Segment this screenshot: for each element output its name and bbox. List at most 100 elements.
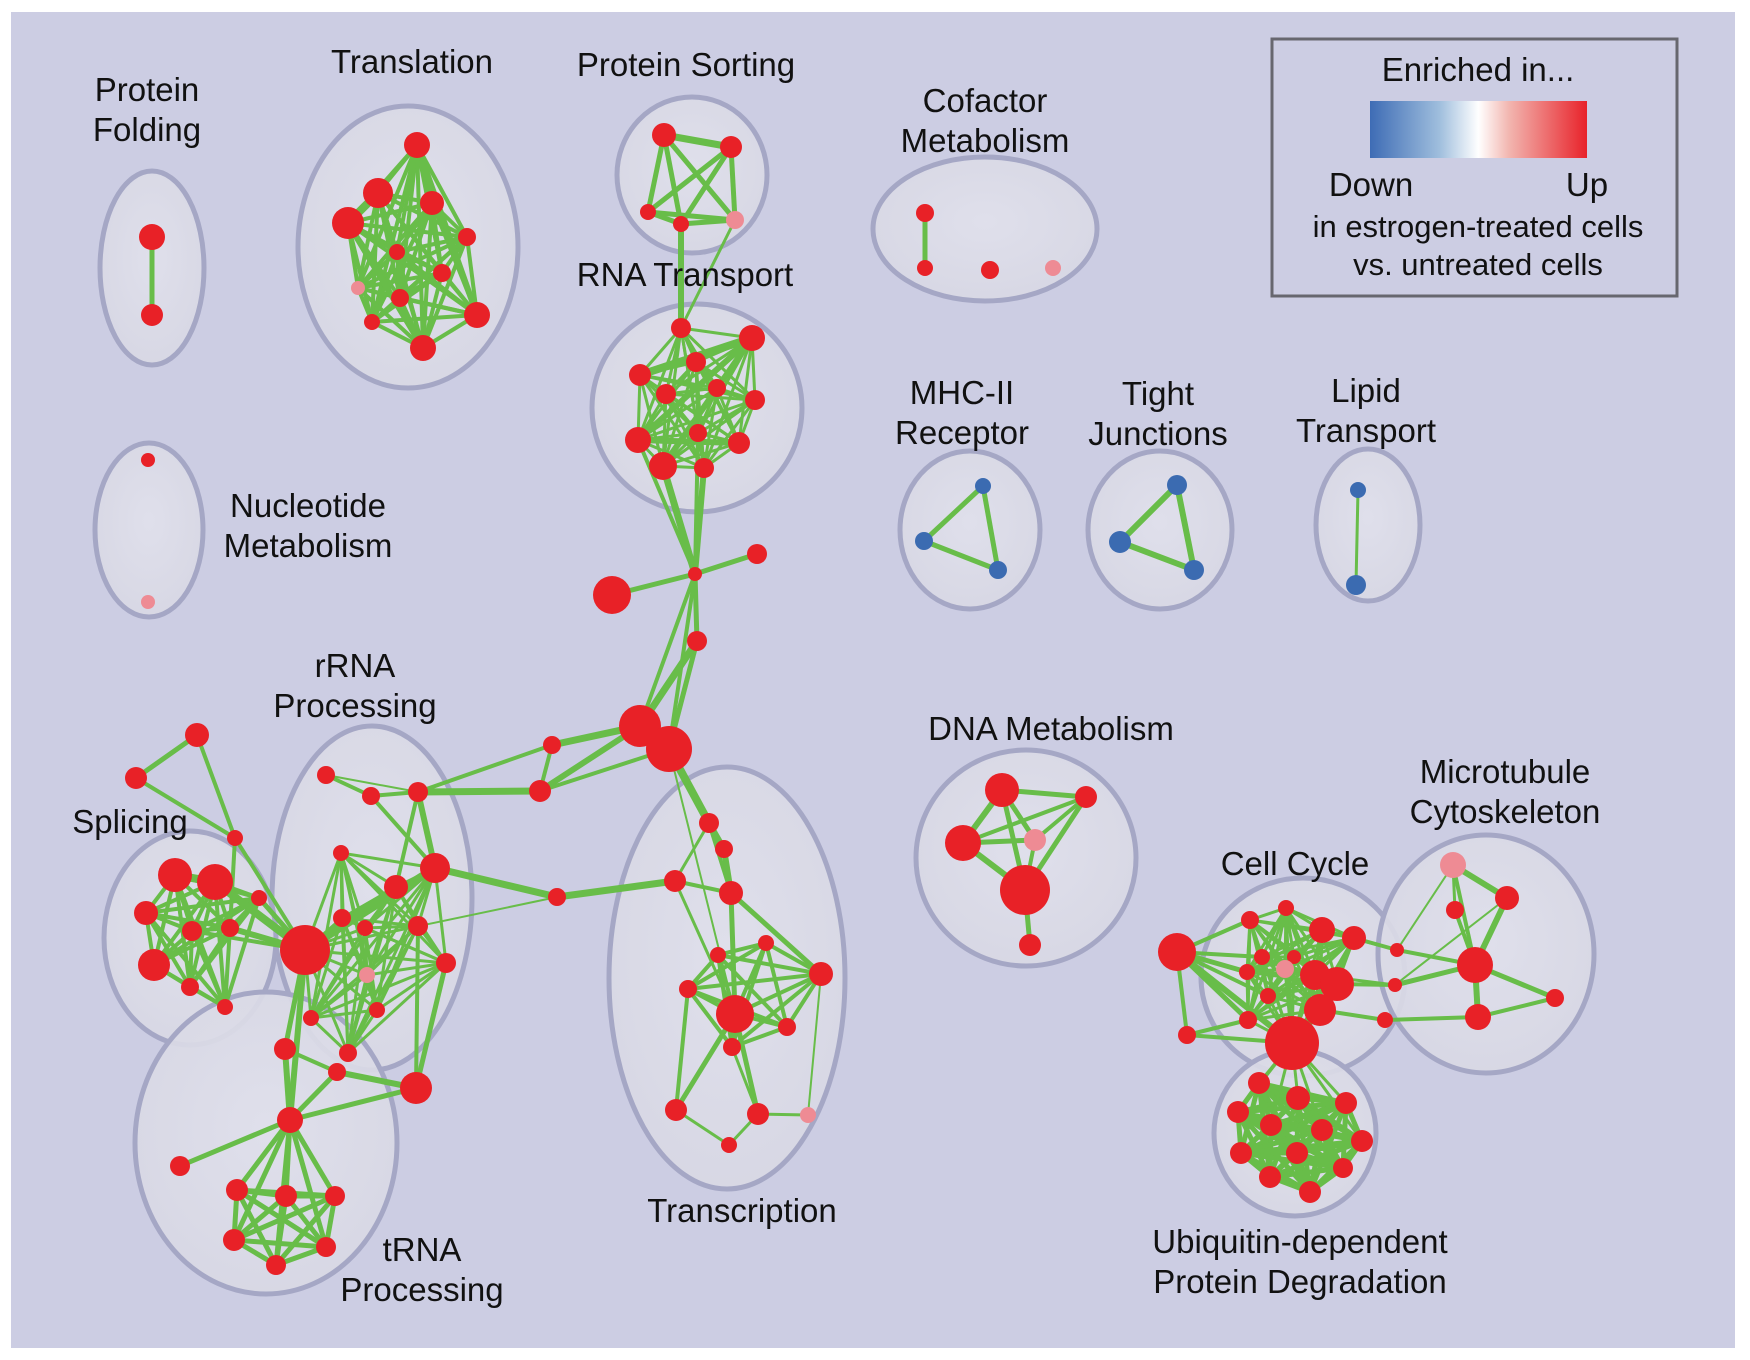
node-tc1 [699, 813, 719, 833]
node-tc11 [778, 1018, 796, 1036]
edge [223, 897, 261, 1008]
edge [195, 734, 237, 839]
node-nm1 [141, 453, 155, 467]
cluster-ellipse-nucleotide-metabolism [92, 440, 206, 620]
node-cc5 [1342, 926, 1366, 950]
node-tc3 [664, 870, 686, 892]
node-tn7 [316, 1237, 336, 1257]
node-pf1 [139, 224, 165, 250]
node-rt2 [739, 325, 765, 351]
edge [679, 219, 737, 329]
edge [369, 794, 437, 870]
node-ub5 [1260, 1114, 1282, 1136]
edge [188, 896, 261, 989]
edge [661, 134, 684, 225]
node-mt2 [1495, 886, 1519, 910]
cluster-label-mhc-ii-receptor-line2: Receptor [895, 414, 1029, 451]
edge [346, 961, 448, 1055]
edge [1394, 897, 1508, 986]
node-cf2 [917, 260, 933, 276]
cluster-label-tight-junctions-line1: Tight [1122, 375, 1194, 412]
node-rt10 [728, 432, 750, 454]
node-cf4 [1045, 260, 1061, 276]
node-cc14 [1178, 1026, 1196, 1044]
edge [414, 925, 420, 1089]
node-sp3 [134, 901, 158, 925]
node-tc9 [809, 962, 833, 986]
cluster-ellipse-lipid-transport [1313, 446, 1423, 604]
node-pf2 [141, 304, 163, 326]
node-ub8 [1230, 1142, 1252, 1164]
edge [134, 732, 199, 781]
edge [730, 1046, 760, 1115]
cluster-label-transcription: Transcription [647, 1192, 837, 1229]
edge [396, 235, 468, 254]
node-rr16 [274, 1038, 296, 1060]
edge [232, 1194, 288, 1242]
node-tr8 [351, 281, 365, 295]
edge [962, 795, 1087, 845]
node-rt6 [708, 379, 726, 397]
edge [346, 867, 437, 1054]
edge [310, 973, 368, 1020]
node-mt4 [1457, 947, 1493, 983]
node-tr9 [391, 289, 409, 307]
node-ps2 [720, 136, 742, 158]
edge [680, 217, 736, 227]
node-rr12 [369, 1002, 385, 1018]
node-rr13 [303, 1010, 319, 1026]
node-rr1 [317, 766, 335, 784]
node-ch4 [687, 631, 707, 651]
node-rt12 [694, 458, 714, 478]
node-ub1 [1248, 1072, 1270, 1094]
node-rr18 [400, 1072, 432, 1104]
node-cc7 [1287, 950, 1301, 964]
node-ub6 [1311, 1119, 1333, 1141]
node-cc8 [1276, 960, 1294, 978]
node-tr3 [420, 191, 444, 215]
edge [1269, 1165, 1344, 1180]
cluster-ellipse-tight-junctions [1085, 448, 1235, 612]
edge [702, 337, 754, 469]
node-cc12 [1260, 988, 1276, 1004]
edge [1396, 864, 1454, 951]
legend-down-label: Down [1329, 166, 1413, 203]
edge [1033, 795, 1088, 842]
cluster-label-cofactor-metabolism-line2: Metabolism [901, 122, 1070, 159]
node-tn1 [277, 1107, 303, 1133]
legend-up-label: Up [1566, 166, 1608, 203]
node-rt4 [629, 364, 651, 386]
node-rt11 [649, 452, 677, 480]
node-dn2 [1075, 786, 1097, 808]
edge [645, 134, 667, 213]
edge [304, 896, 558, 951]
edge [662, 133, 737, 222]
node-ps4 [673, 216, 689, 232]
edge [231, 1118, 293, 1242]
node-cf3 [981, 261, 999, 279]
legend-gradient-bar [1370, 101, 1587, 158]
cluster-label-splicing: Splicing [72, 803, 188, 840]
edge [728, 892, 738, 1015]
node-sp4 [182, 921, 202, 941]
edge [1246, 907, 1288, 1021]
node-cc18 [1388, 978, 1402, 992]
cluster-label-ubiquitin-degradation-line2: Protein Degradation [1153, 1263, 1447, 1300]
node-rr3 [408, 782, 428, 802]
edge [638, 573, 697, 727]
node-tc5 [719, 881, 743, 905]
node-sp6 [138, 949, 170, 981]
edge [179, 1117, 291, 1169]
cluster-ellipse-mhc-ii-receptor [897, 448, 1043, 612]
cluster-label-rrna-processing-line2: Processing [273, 687, 436, 724]
node-ch6 [646, 726, 692, 772]
node-cc16 [1265, 1016, 1319, 1070]
edge [686, 941, 768, 991]
edge [345, 221, 426, 350]
node-tc7 [758, 935, 774, 951]
node-tc15 [800, 1107, 816, 1123]
node-ub4 [1227, 1101, 1249, 1123]
node-dn3 [945, 825, 981, 861]
edge [309, 867, 437, 1019]
